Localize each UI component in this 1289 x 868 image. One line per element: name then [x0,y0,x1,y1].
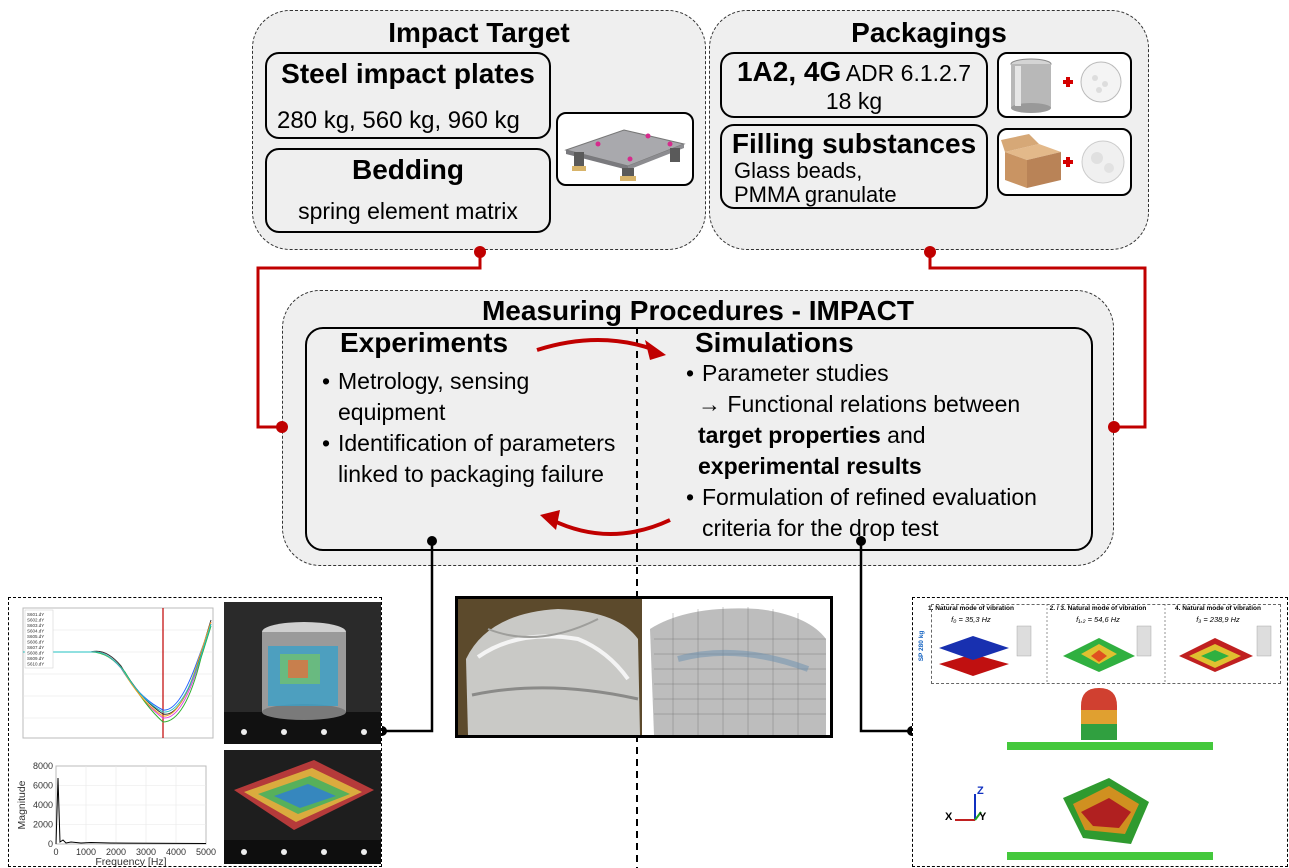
black-connector-right [859,541,912,733]
y-tick-8000: 8000 [33,761,53,771]
deformed-can-comparison [455,596,833,738]
procedures-title: Measuring Procedures - IMPACT [481,295,914,326]
displacement-curves-chart: S601.dY S602.dY S603.dY S604.dY S605.dY … [22,607,214,739]
legend-s603: S603.dY [27,623,44,628]
impact-target-title: Impact Target [388,17,570,48]
legend-s608: S608.dY [27,651,44,656]
y-tick-0: 0 [48,839,53,849]
legend-s602: S602.dY [27,618,44,623]
simulations-bullet-parameter: Parameter studies [702,360,889,386]
bedding-title: Bedding [352,154,464,185]
sp280-label: SP 280 kg [918,631,925,662]
x-tick-3000: 3000 [136,847,156,857]
packaging-types-box: 1A2, 4G ADR 6.1.2.7 18 kg [720,52,988,118]
steel-plates-title: Steel impact plates [281,58,535,89]
experiments-list: Metrology, sensing equipment Identificat… [322,366,622,490]
x-tick-2000: 2000 [106,847,126,857]
simulations-bullet-formulation: Formulation of refined evaluation criter… [702,484,1037,541]
frequency-chart: 0 2000 4000 6000 8000 0 1000 2000 3000 4… [16,761,216,866]
legend-s607: S607.dY [27,645,44,650]
mode23-frequency: f₁,₂ = 54,6 Hz [1076,615,1120,624]
black-connector-left [382,541,434,733]
legend-s605: S605.dY [27,634,44,639]
legend-s604: S604.dY [27,629,44,634]
simulations-arrow-line: → Functional relations between [698,391,1021,417]
red-connector-left [256,252,482,429]
axis-y-label: Y [979,811,987,823]
steel-plates-box: Steel impact plates 280 kg, 560 kg, 960 … [265,52,551,139]
red-connector-right [928,252,1147,429]
packagings-title: Packagings [851,17,1007,48]
modes-strip [931,604,1281,684]
simulations-and: and [880,422,926,448]
bedding-text: spring element matrix [298,198,518,224]
y-tick-6000: 6000 [33,781,53,791]
filling-title: Filling substances [731,128,977,159]
dic-can-photo [224,602,381,744]
simulations-bold-target: target properties [698,422,881,448]
mode1-title: 1. Natural mode of vibration [928,605,1014,612]
steel-plates-masses: 280 kg, 560 kg, 960 kg [277,107,520,134]
experiments-bullet-metrology: Metrology, sensing equipment [322,366,622,428]
filling-box: Filling substances Glass beads, PMMA gra… [720,124,988,209]
simulations-bold-experimental: experimental results [698,453,922,479]
packaging-types-line: 1A2, 4G ADR 6.1.2.7 [722,56,986,88]
packaging-codes: 1A2, 4G [736,56,842,87]
red-dot-right-top [924,246,936,258]
simulations-title: Simulations [695,327,854,358]
axis-x-label: X [945,811,953,823]
legend-s606: S606.dY [27,640,44,645]
packaging-regulation: ADR 6.1.2.7 [845,60,972,86]
red-dot-left-bottom [276,421,288,433]
red-dot-left-top [474,246,486,258]
filling-line1: Glass beads, [734,158,863,183]
arrow-simulations-to-experiments [551,518,671,536]
x-tick-1000: 1000 [76,847,96,857]
y-tick-4000: 4000 [33,800,53,810]
dic-box-photo [224,750,381,864]
axis-z-label: Z [977,785,984,797]
x-tick-4000: 4000 [166,847,186,857]
mode4-frequency: f₃ = 238,9 Hz [1196,615,1240,624]
legend-s610: S610.dY [27,662,44,667]
experiment-data-panel: S601.dY S602.dY S603.dY S604.dY S605.dY … [8,597,382,867]
experiments-title: Experiments [340,327,509,358]
x-tick-5000: 5000 [196,847,216,857]
can-beads-image [997,52,1132,118]
y-tick-2000: 2000 [33,820,53,830]
x-axis-label: Frequency [Hz] [95,856,166,866]
bedding-box: Bedding spring element matrix [265,148,551,233]
legend-s601: S601.dY [27,612,44,617]
mode1-frequency: f₀ = 35,3 Hz [951,615,991,624]
arrow-experiments-to-simulations [536,338,656,352]
packaging-weight: 18 kg [825,88,883,114]
experiments-bullet-identification: Identification of parameters linked to p… [322,428,622,490]
box-granulate-image [997,128,1132,196]
filling-line2: PMMA granulate [734,182,897,207]
simulations-content: •Parameter studies → Functional relation… [686,358,1091,544]
mode23-title: 2. / 3. Natural mode of vibration [1050,605,1147,612]
x-tick-0: 0 [53,847,58,857]
y-axis-label: Magnitude [16,780,28,829]
modes-graphics: SP 280 kg 1. Natural mode of vibration 2… [918,604,1272,860]
red-dot-right-bottom [1108,421,1120,433]
impact-plate-image [556,112,694,186]
mode4-title: 4. Natural mode of vibration [1175,605,1261,612]
legend-s609: S609.dY [27,656,44,661]
simulation-panel: SP 280 kg 1. Natural mode of vibration 2… [912,597,1288,867]
